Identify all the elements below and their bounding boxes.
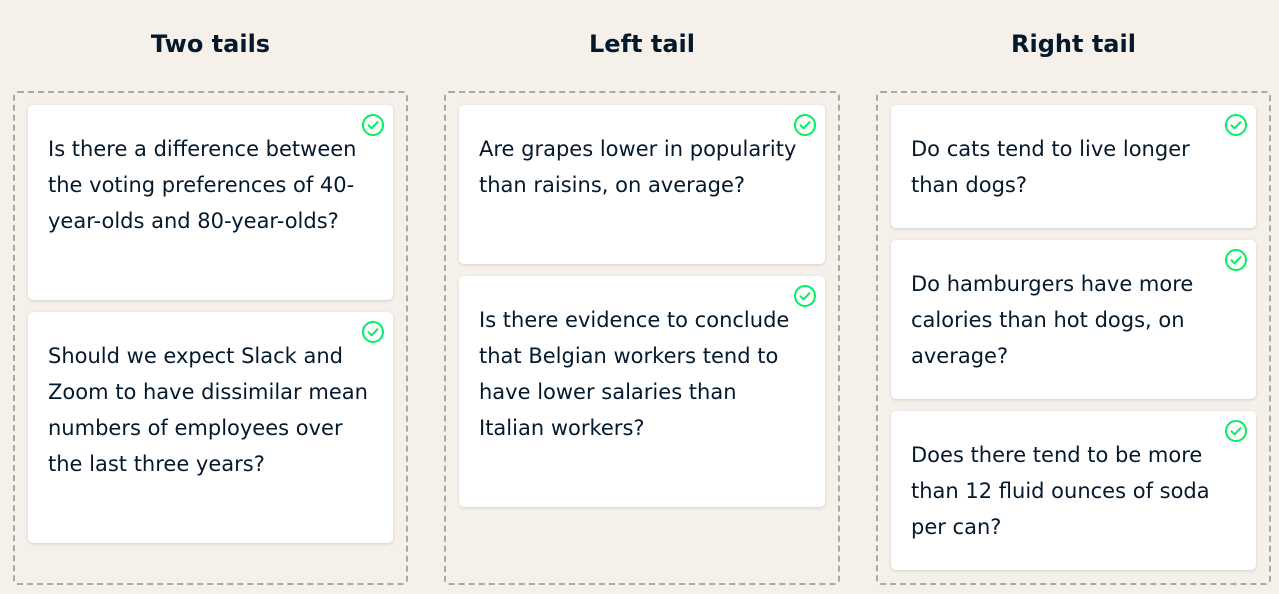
card[interactable]: Is there evidence to conclude that Belgi… bbox=[459, 276, 825, 507]
card[interactable]: Does there tend to be more than 12 fluid… bbox=[891, 411, 1256, 570]
card-text: Do hamburgers have more calories than ho… bbox=[911, 272, 1194, 368]
check-circle-icon bbox=[1225, 420, 1247, 442]
column-title: Two tails bbox=[150, 30, 271, 58]
dropzone-two-tails[interactable]: Is there a difference between the voting… bbox=[13, 91, 408, 585]
card[interactable]: Are grapes lower in popularity than rais… bbox=[459, 105, 825, 264]
dropzone-left-tail[interactable]: Are grapes lower in popularity than rais… bbox=[444, 91, 840, 585]
card-text: Is there evidence to conclude that Belgi… bbox=[479, 308, 790, 440]
card-text: Are grapes lower in popularity than rais… bbox=[479, 137, 797, 197]
card-text: Is there a difference between the voting… bbox=[48, 137, 357, 233]
check-circle-icon bbox=[1225, 114, 1247, 136]
card[interactable]: Is there a difference between the voting… bbox=[28, 105, 393, 300]
check-circle-icon bbox=[362, 114, 384, 136]
card[interactable]: Do hamburgers have more calories than ho… bbox=[891, 240, 1256, 399]
card-text: Does there tend to be more than 12 fluid… bbox=[911, 443, 1210, 539]
dropzone-right-tail[interactable]: Do cats tend to live longer than dogs? D… bbox=[876, 91, 1271, 585]
card[interactable]: Should we expect Slack and Zoom to have … bbox=[28, 312, 393, 543]
check-circle-icon bbox=[794, 114, 816, 136]
column-title: Right tail bbox=[1011, 30, 1136, 58]
card-text: Should we expect Slack and Zoom to have … bbox=[48, 344, 368, 476]
column-title: Left tail bbox=[589, 30, 695, 58]
check-circle-icon bbox=[794, 285, 816, 307]
card-text: Do cats tend to live longer than dogs? bbox=[911, 137, 1190, 197]
check-circle-icon bbox=[1225, 249, 1247, 271]
card[interactable]: Do cats tend to live longer than dogs? bbox=[891, 105, 1256, 228]
check-circle-icon bbox=[362, 321, 384, 343]
